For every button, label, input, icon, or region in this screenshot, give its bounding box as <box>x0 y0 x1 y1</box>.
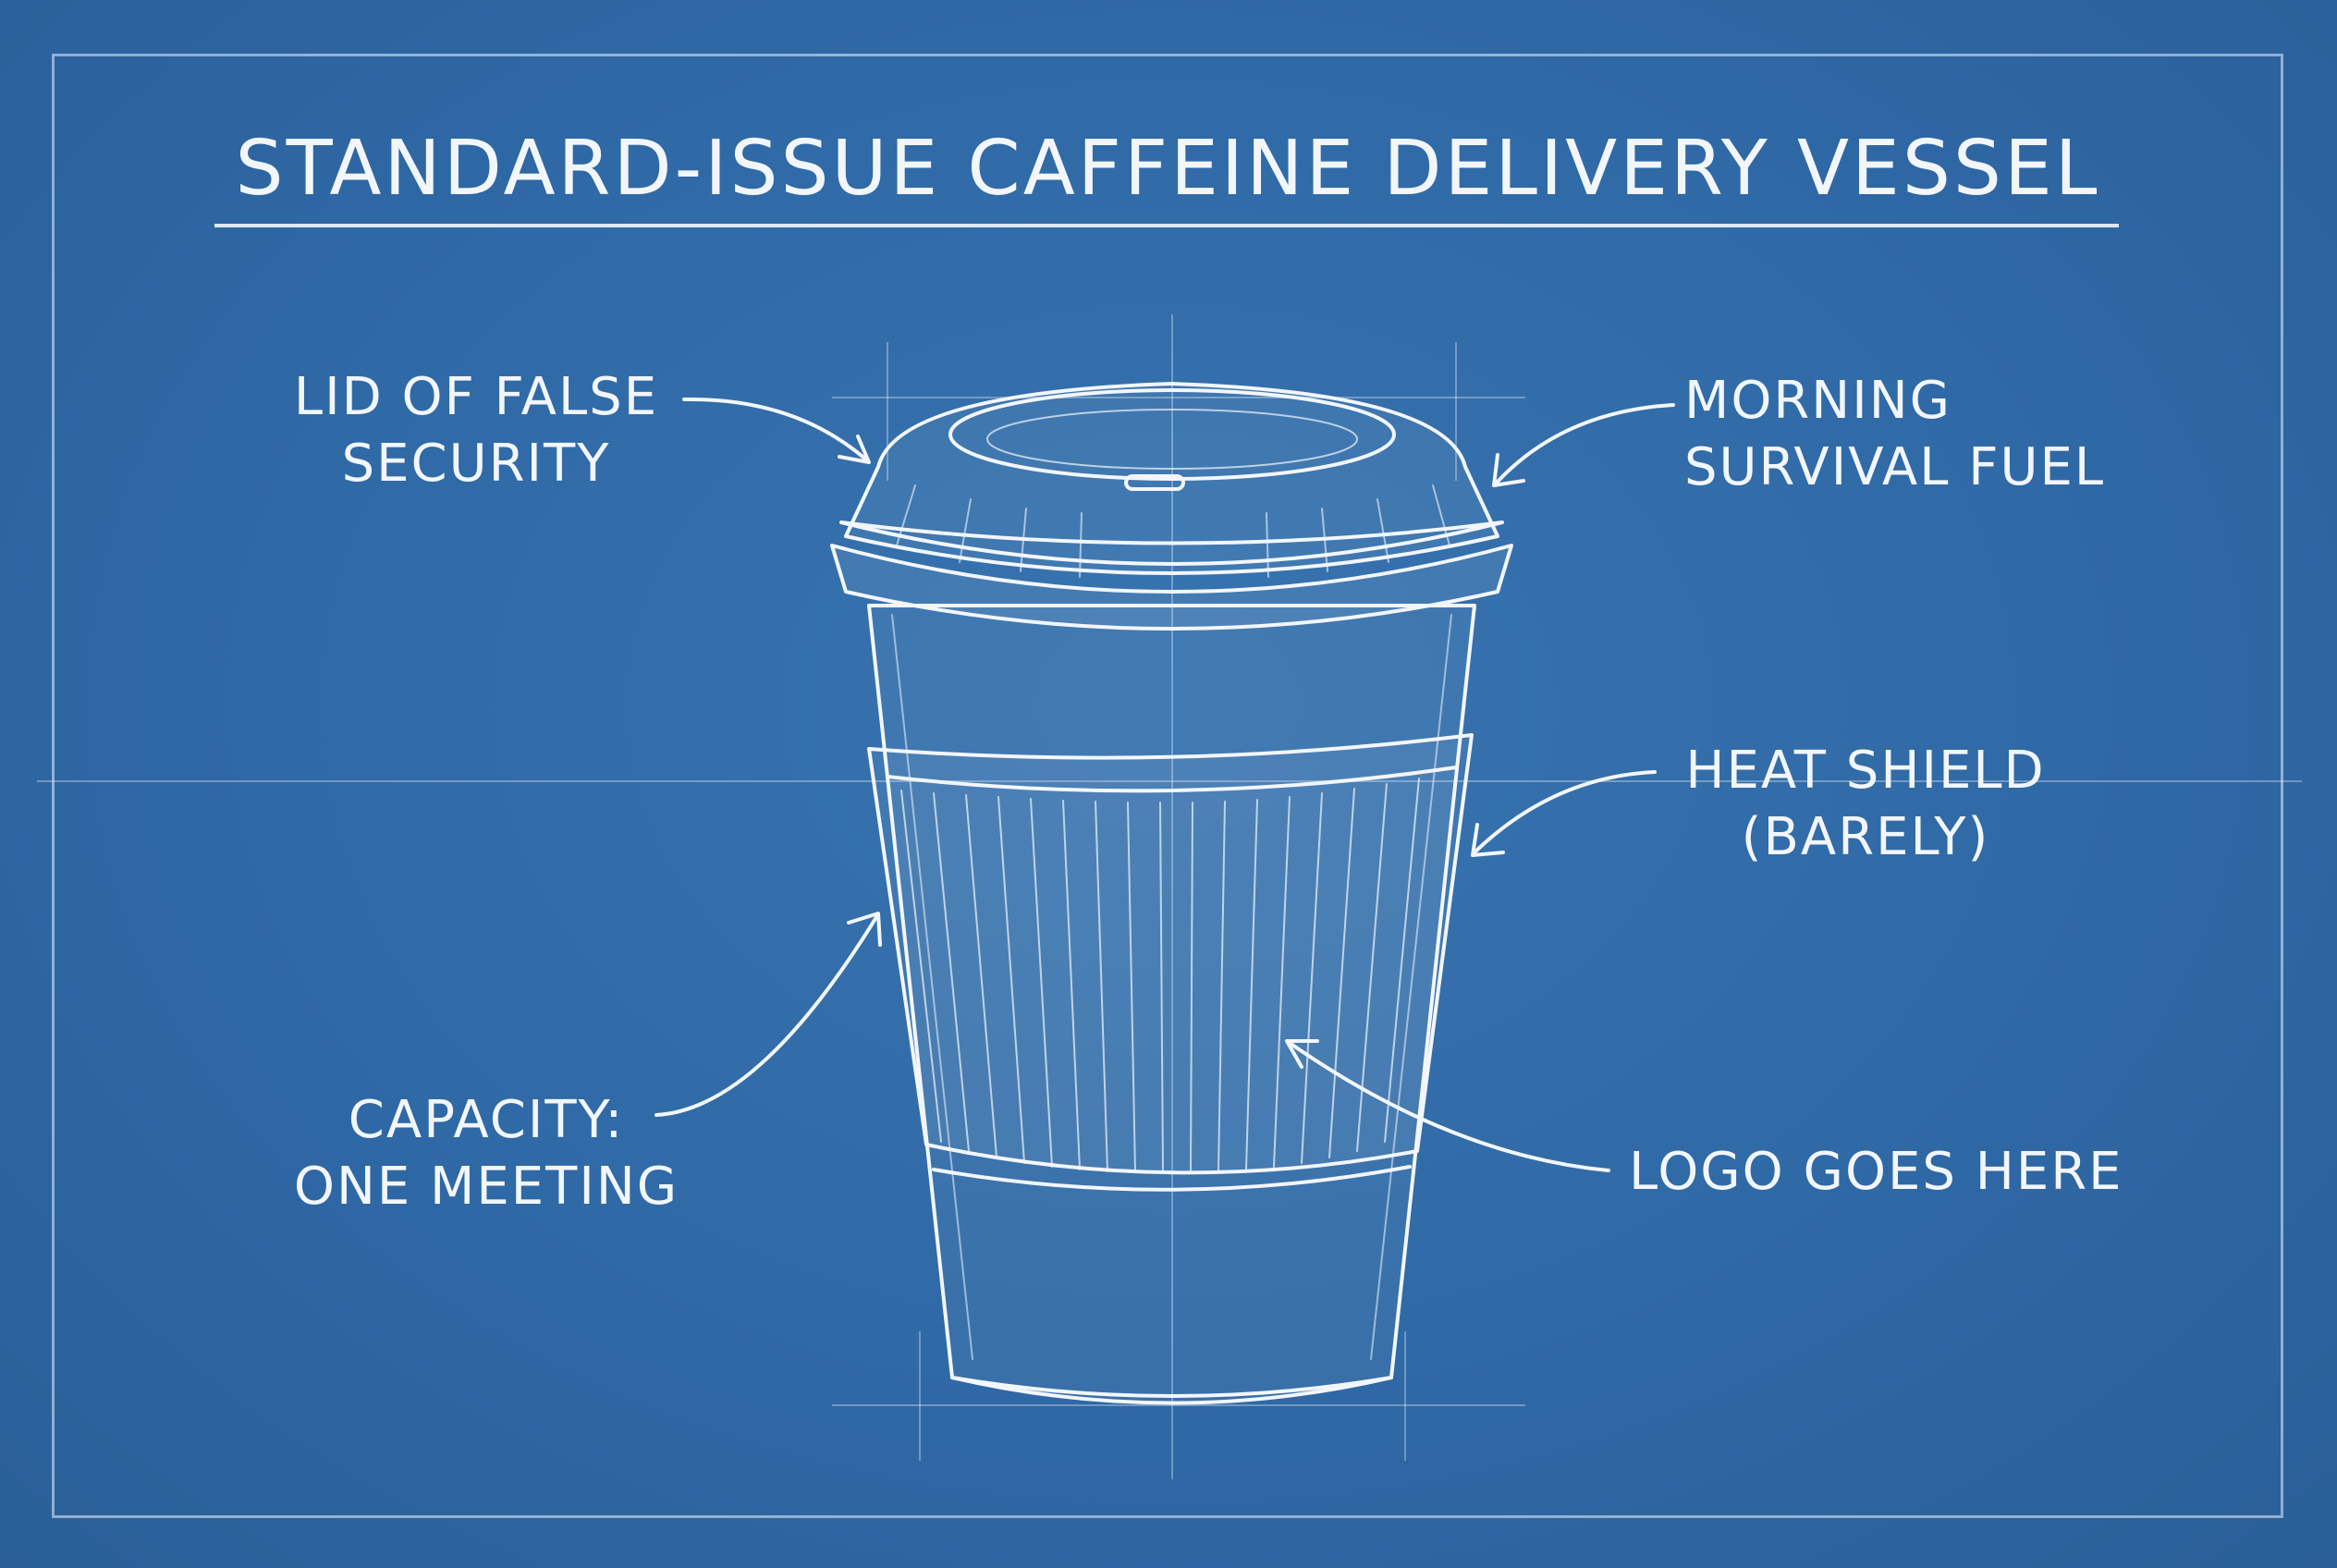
sleeve-top-edge <box>886 766 1458 793</box>
callout-fuel-line-2: SURVIVAL FUEL <box>1684 437 2106 497</box>
arrow-logo <box>1285 1039 1610 1172</box>
callout-arrows <box>655 397 1675 1172</box>
arrow-sleeve <box>1471 770 1657 857</box>
callout-fuel: MORNING SURVIVAL FUEL <box>1684 368 2165 501</box>
lid-ring <box>839 521 1504 566</box>
sleeve-ribs <box>900 778 1420 1173</box>
callout-logo: LOGO GOES HERE <box>1629 1139 2184 1206</box>
title-underline <box>214 224 2119 227</box>
diagram-title: STANDARD-ISSUE CAFFEINE DELIVERY VESSEL <box>235 125 2100 213</box>
callout-fuel-line-1: MORNING <box>1684 371 1952 431</box>
callout-lid-line-2: SECURITY <box>341 434 611 494</box>
callout-lid-line-1: LID OF FALSE <box>293 367 659 427</box>
coffee-cup <box>830 382 1513 1405</box>
lid-top-recess <box>948 388 1396 481</box>
callout-capacity-line-1: CAPACITY: <box>348 1090 625 1150</box>
lid-inner-recess <box>986 409 1358 470</box>
callout-capacity: CAPACITY: ONE MEETING <box>274 1087 699 1220</box>
callout-sleeve-line-2: (BARELY) <box>1741 807 1990 867</box>
construction-lines <box>37 314 2302 1479</box>
sleeve-bottom-edge <box>932 1165 1412 1192</box>
callout-logo-text: LOGO GOES HERE <box>1629 1142 2123 1202</box>
arrow-fuel <box>1492 403 1675 487</box>
blueprint-border <box>52 54 2283 1518</box>
callout-capacity-line-2: ONE MEETING <box>293 1157 679 1217</box>
callout-lid: LID OF FALSE SECURITY <box>268 364 684 497</box>
arrow-capacity <box>655 912 882 1117</box>
lid-lower-rim <box>830 544 1513 631</box>
lid-flutes <box>896 484 1450 578</box>
lid-sip-hole <box>1124 474 1185 491</box>
callout-sleeve-line-1: HEAT SHIELD <box>1685 741 2046 801</box>
cup-bottom-rim <box>950 1376 1393 1398</box>
callout-sleeve: HEAT SHIELD (BARELY) <box>1671 738 2060 871</box>
arrow-lid <box>682 397 871 464</box>
